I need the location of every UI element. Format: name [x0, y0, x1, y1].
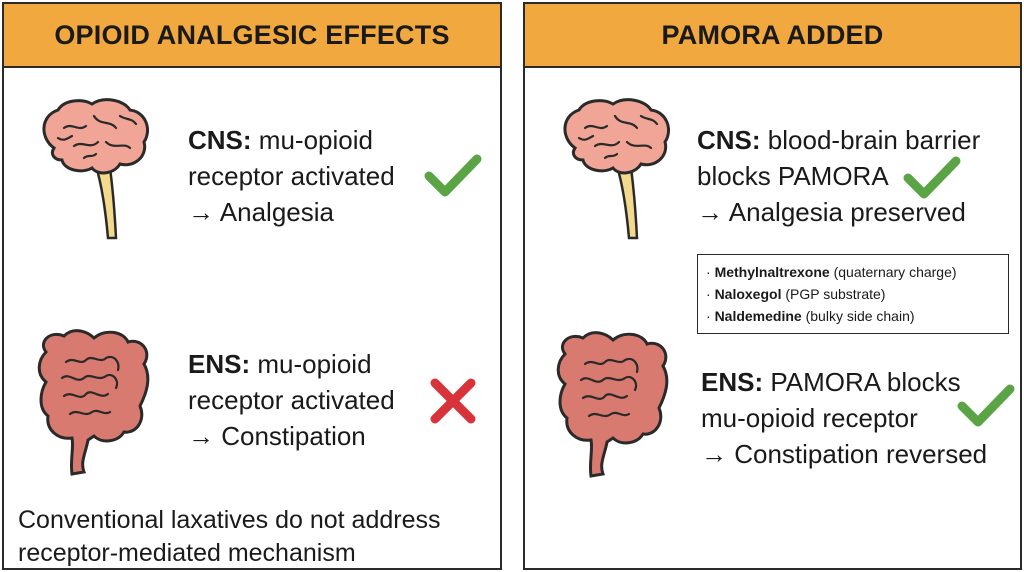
right-cns-line3: → Analgesia preserved	[697, 197, 966, 227]
left-ens-line2: receptor activated	[188, 385, 395, 415]
intestine-icon	[556, 331, 669, 478]
right-ens-line3: → Constipation reversed	[701, 439, 988, 469]
right-panel-header: PAMORA ADDED	[525, 4, 1020, 68]
laxative-note-line2: receptor-mediated mechanism	[18, 539, 356, 567]
drug-detail: (PGP substrate)	[785, 286, 886, 302]
right-ens-line1: PAMORA blocks	[770, 367, 961, 397]
left-cns-label: CNS:	[188, 125, 252, 155]
left-panel-header: OPIOID ANALGESIC EFFECTS	[4, 4, 500, 68]
right-panel: PAMORA ADDED CNS: blood-brain barrier bl…	[523, 2, 1022, 570]
drug-detail: (quaternary charge)	[833, 264, 957, 280]
brain-icon	[563, 98, 671, 240]
left-ens-label: ENS:	[188, 349, 251, 379]
cross-icon	[430, 378, 476, 424]
check-icon	[903, 156, 961, 199]
right-ens-text: ENS: PAMORA blocks mu-opioid receptor → …	[701, 364, 987, 472]
left-cns-line3: → Analgesia	[188, 197, 334, 227]
pamora-drug-list: · Methylnaltrexone (quaternary charge) ·…	[697, 254, 1009, 334]
check-icon	[957, 384, 1015, 427]
left-cns-text: CNS: mu-opioid receptor activated → Anal…	[188, 122, 395, 230]
left-ens-line1: mu-opioid	[257, 349, 372, 379]
right-ens-line2: mu-opioid receptor	[701, 403, 918, 433]
drug-name: Methylnaltrexone	[714, 264, 830, 280]
right-cns-text: CNS: blood-brain barrier blocks PAMORA →…	[697, 122, 980, 230]
left-ens-line3: → Constipation	[188, 421, 366, 451]
laxative-note-line1: Conventional laxatives do not address	[18, 506, 441, 534]
intestine-icon	[37, 329, 150, 476]
drug-item: · Naldemedine (bulky side chain)	[706, 308, 915, 324]
drug-item: · Methylnaltrexone (quaternary charge)	[706, 264, 957, 280]
drug-name: Naloxegol	[714, 286, 782, 302]
drug-detail: (bulky side chain)	[805, 308, 915, 324]
left-ens-text: ENS: mu-opioid receptor activated → Cons…	[188, 346, 395, 454]
right-cns-label: CNS:	[697, 125, 761, 155]
left-panel: OPIOID ANALGESIC EFFECTS CNS: mu-opioid …	[2, 2, 502, 570]
drug-item: · Naloxegol (PGP substrate)	[706, 286, 886, 302]
laxative-note: Conventional laxatives do not address re…	[18, 504, 441, 570]
left-cns-line1: mu-opioid	[258, 125, 373, 155]
right-ens-label: ENS:	[701, 367, 764, 397]
right-cns-line1: blood-brain barrier	[767, 125, 981, 155]
left-cns-line2: receptor activated	[188, 161, 395, 191]
brain-icon	[42, 98, 150, 240]
drug-name: Naldemedine	[714, 308, 802, 324]
right-cns-line2: blocks PAMORA	[697, 161, 889, 191]
check-icon	[424, 154, 482, 197]
